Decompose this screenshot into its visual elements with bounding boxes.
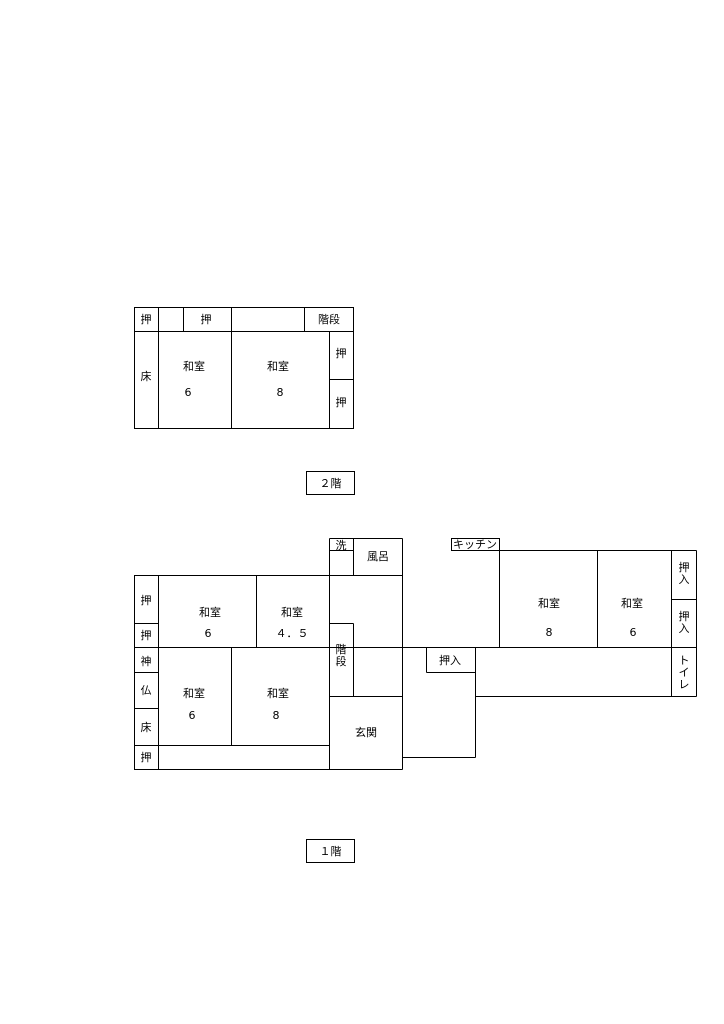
f1-kitchen: キッチン	[453, 538, 497, 551]
f1-butsu: 仏	[141, 684, 152, 697]
f1-washitsu-ne-size: 8	[546, 626, 553, 639]
f2-oshi-side-bottom: 押	[336, 395, 347, 409]
f1-kitchen-tag	[451, 538, 500, 551]
f1-oshiire-b: 押入	[679, 609, 690, 635]
floor2-outline	[134, 307, 354, 429]
f1-washitsu-sw2: 和室	[267, 686, 289, 700]
f1-washitsu-nee-size: 6	[630, 626, 637, 639]
f1-sen: 洗	[336, 539, 347, 552]
f1-washitsu-nee: 和室	[621, 596, 643, 610]
floor2-label: ２階	[306, 471, 355, 495]
f2-washitsu-right: 和室	[267, 359, 289, 373]
f2-oshi-b: 押	[201, 312, 212, 326]
f1-toilet: トイレ	[679, 654, 690, 691]
f1-washitsu-sw1: 和室	[183, 686, 205, 700]
floor1-label: １階	[306, 839, 355, 863]
f1-toko: 床	[141, 720, 152, 734]
f1-washitsu-w2: 和室	[281, 605, 303, 619]
f1-oshi-2: 押	[141, 628, 152, 642]
f1-washitsu-w1: 和室	[199, 605, 221, 619]
f1-oshi-3: 押	[141, 750, 152, 764]
f1-washitsu-w1-size: 6	[205, 627, 212, 640]
f2-washitsu-left: 和室	[183, 359, 205, 373]
f1-stairs: 階段	[336, 642, 347, 668]
f1-kami: 神	[141, 654, 152, 668]
f2-oshi-a: 押	[141, 312, 152, 326]
f1-washitsu-w2-size: ４．５	[276, 627, 309, 640]
f1-genkan: 玄関	[355, 725, 377, 739]
f2-stairs: 階段	[318, 312, 340, 326]
f1-washitsu-sw2-size: 8	[273, 709, 280, 722]
f2-oshi-side-top: 押	[336, 346, 347, 360]
f1-oshiire-c: 押入	[439, 653, 461, 667]
f1-washitsu-sw1-size: 6	[189, 709, 196, 722]
f1-oshi-1: 押	[141, 593, 152, 607]
f2-washitsu-left-size: 6	[185, 386, 192, 399]
f1-washitsu-ne: 和室	[538, 596, 560, 610]
f1-oshiire-a: 押入	[679, 560, 690, 586]
f2-washitsu-right-size: 8	[277, 386, 284, 399]
f2-toko: 床	[141, 369, 152, 383]
f1-furo: 風呂	[367, 550, 389, 563]
